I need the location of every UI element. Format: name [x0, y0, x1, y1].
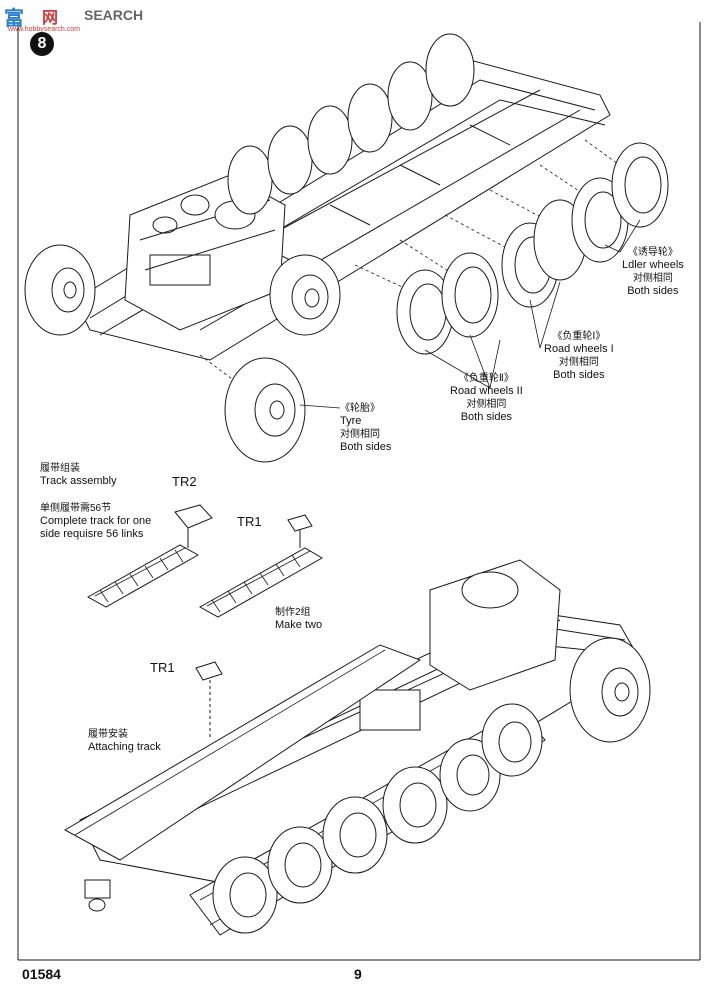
watermark-url: www.hobbysearch.com — [8, 26, 80, 33]
idler-en2: Both sides — [627, 285, 679, 297]
callout-tyre: 《轮胎》 Tyre 对侧相同 Both sides — [340, 402, 391, 454]
kit-number: 01584 — [22, 966, 61, 982]
track-tr1-label: TR1 — [237, 514, 262, 529]
tyre-en: Tyre — [340, 415, 362, 427]
road2-cn2: 对侧相同 — [466, 399, 507, 410]
make-en: Make two — [275, 619, 323, 631]
callout-road1: 《负重轮Ⅰ》 Road wheels I 对侧相同 Both sides — [544, 330, 614, 382]
track-tr2-label: TR2 — [172, 474, 197, 489]
attach-tr1-label: TR1 — [150, 660, 175, 675]
watermark-brand-en: SEARCH — [84, 7, 144, 23]
step-number: 8 — [37, 35, 47, 52]
bottom-tr1-link — [195, 661, 223, 740]
tyre-cn: 《轮胎》 — [340, 403, 380, 414]
make-cn: 制作2组 — [275, 607, 311, 618]
track-segment-right — [198, 547, 323, 618]
tyre-en2: Both sides — [340, 441, 392, 453]
track-link-tr2 — [174, 504, 213, 548]
idler-cn2: 对侧相同 — [632, 273, 673, 284]
track-req-en-2: side requisre 56 links — [40, 528, 144, 540]
page-number: 9 — [354, 966, 362, 982]
far-track-run — [63, 644, 422, 861]
idler-en: Ldler wheels — [622, 259, 684, 271]
track-segment-left — [86, 544, 200, 608]
watermark: 富 网 SEARCH www.hobbysearch.com — [4, 2, 164, 38]
road2-en: Road wheels II — [450, 385, 523, 397]
watermark-brand-cn: 富 — [4, 8, 24, 30]
road2-cn: 《负重轮Ⅱ》 — [458, 373, 514, 384]
track-title-cn: 履带组装 — [40, 463, 80, 474]
watermark-brand-suffix: 网 — [42, 10, 59, 27]
track-req-cn: 单侧履带需56节 — [40, 503, 112, 514]
callout-leaders-top — [299, 219, 641, 409]
bottom-front-tyre — [569, 637, 651, 743]
top-front-tyre — [24, 244, 96, 336]
road1-en2: Both sides — [553, 369, 605, 381]
road-wheels-exploded — [396, 142, 669, 355]
rear-tow-hitch — [84, 879, 111, 912]
callout-road2: 《负重轮Ⅱ》 Road wheels II 对侧相同 Both sides — [450, 372, 523, 424]
drive-sprocket — [269, 254, 341, 336]
near-road-wheels — [212, 703, 543, 934]
road1-en: Road wheels I — [544, 343, 614, 355]
bottom-engine — [359, 559, 561, 731]
step-badge: 8 — [30, 32, 54, 56]
track-assembly-heading: 履带组装 Track assembly — [40, 462, 117, 488]
far-side-wheels — [227, 33, 475, 215]
road1-cn2: 对侧相同 — [558, 357, 599, 368]
road2-en2: Both sides — [460, 411, 513, 423]
track-requirement: 单侧履带需56节 Complete track for one side req… — [40, 502, 151, 541]
road1-cn: 《负重轮Ⅰ》 — [552, 331, 606, 342]
track-link-tr1 — [287, 514, 313, 548]
attach-en: Attaching track — [88, 741, 161, 753]
callout-idler: 《诱导轮》 Ldler wheels 对侧相同 Both sides — [622, 246, 684, 298]
loose-tyre — [224, 357, 306, 463]
attaching-track-note: 履带安装 Attaching track — [88, 728, 161, 754]
track-req-en-1: Complete track for one — [40, 515, 152, 527]
track-title-en: Track assembly — [40, 475, 117, 487]
make-two-note: 制作2组 Make two — [275, 606, 322, 632]
attach-cn: 履带安装 — [88, 729, 128, 740]
tyre-cn2: 对侧相同 — [340, 429, 380, 440]
idler-cn: 《诱导轮》 — [627, 247, 678, 258]
